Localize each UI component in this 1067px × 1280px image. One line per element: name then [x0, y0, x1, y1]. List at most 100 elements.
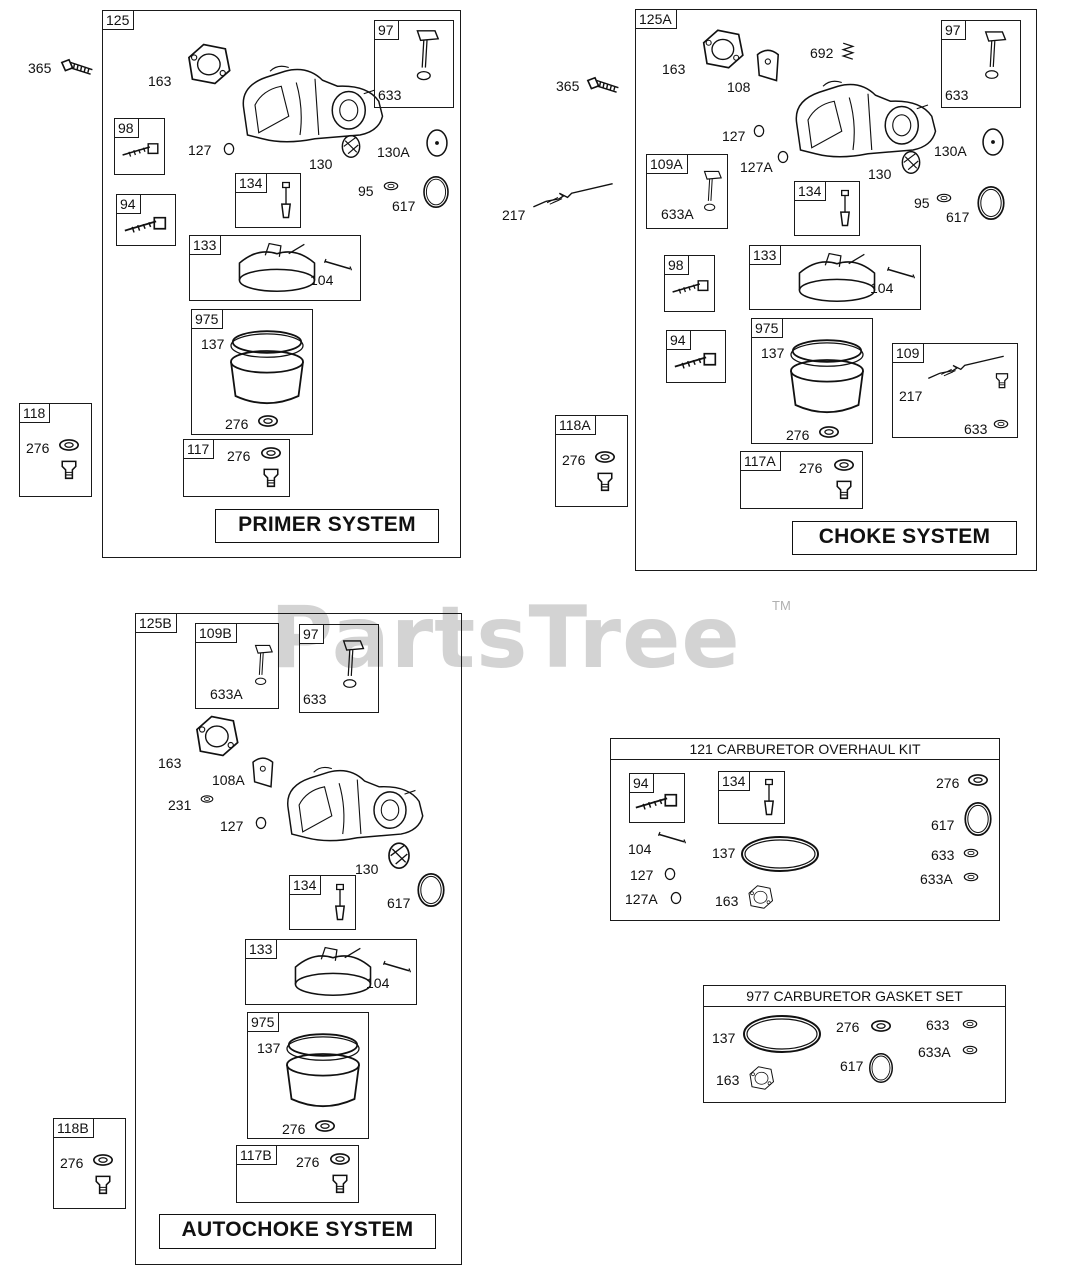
box-109-choke: 109 217 633	[892, 343, 1018, 438]
box-94-kit: 94	[629, 773, 685, 823]
box-133-primer: 133 104	[189, 235, 361, 301]
label-617-choke: 617	[946, 209, 970, 225]
fitting-118-primer	[58, 456, 80, 482]
box-134-kit: 134	[718, 771, 785, 824]
valve-134-primer	[276, 176, 296, 224]
label-163-kit: 163	[715, 893, 739, 909]
washer-231-autochoke	[200, 794, 214, 804]
washer-276-autochoke-c	[329, 1152, 351, 1166]
label-276-primer-c: 276	[227, 448, 251, 464]
autochoke-system-frame: 125B	[135, 613, 462, 1265]
box-134-autochoke: 134	[289, 875, 356, 930]
label-127-kit: 127	[630, 867, 654, 883]
label-365-choke: 365	[556, 78, 580, 94]
label-365-primer: 365	[28, 60, 52, 76]
oring-617-autochoke	[414, 868, 448, 912]
box-133-choke: 133 104	[749, 245, 921, 310]
ring-127-kit	[663, 867, 677, 881]
label-137-primer: 137	[201, 336, 225, 352]
washer-276-primer-a	[257, 414, 279, 428]
gasket-set-title: 977 CARBURETOR GASKET SET	[704, 986, 1005, 1007]
label-633-choke-b: 633	[964, 421, 988, 437]
label-217-choke-a: 217	[502, 207, 526, 223]
box-975-choke: 975 137 276	[751, 318, 873, 444]
label-617-gasket-set: 617	[840, 1058, 864, 1074]
label-276-kit: 276	[936, 775, 960, 791]
ring-127A-kit	[669, 891, 683, 905]
gasket-163-autochoke	[190, 712, 242, 760]
label-104-kit: 104	[628, 841, 652, 857]
box-94-primer: 94	[116, 194, 176, 246]
gasket-163-gasket-set	[746, 1064, 776, 1092]
box-134-choke: 134	[794, 181, 860, 236]
label-633-choke: 633	[945, 87, 969, 103]
label-163-gasket-set: 163	[716, 1072, 740, 1088]
label-276-primer-a: 276	[225, 416, 249, 432]
autochoke-frame-tag: 125B	[135, 613, 177, 633]
label-617-primer: 617	[392, 198, 416, 214]
bowl-975-autochoke	[282, 1027, 364, 1117]
gasket-137-gasket-set	[743, 1015, 821, 1053]
label-633A-gasket-set: 633A	[918, 1044, 951, 1060]
bowl-975-primer	[226, 324, 308, 414]
washer-276-gasket-set	[870, 1019, 892, 1033]
overhaul-kit-frame: 121 CARBURETOR OVERHAUL KIT 94 134 276 6…	[610, 738, 1000, 921]
label-633-primer: 633	[378, 87, 402, 103]
gasket-163-kit	[745, 883, 775, 911]
bowl-975-choke	[786, 333, 868, 423]
label-130A-primer: 130A	[377, 144, 410, 160]
ring-127-choke	[752, 124, 766, 138]
box-975-autochoke: 975 137 276	[247, 1012, 369, 1139]
label-127A-kit: 127A	[625, 891, 658, 907]
fitting-118A-choke	[594, 468, 616, 494]
label-276-autochoke-a: 276	[282, 1121, 306, 1137]
label-633A-kit: 633A	[920, 871, 953, 887]
fitting-118B-autochoke	[92, 1171, 114, 1197]
lever-130-choke	[898, 144, 924, 178]
lever-130-primer	[338, 130, 364, 160]
label-95-primer: 95	[358, 183, 374, 199]
choke-frame-tag: 125A	[635, 9, 677, 29]
gasket-set-frame: 977 CARBURETOR GASKET SET 137 276 633 63…	[703, 985, 1006, 1103]
label-137-gasket-set: 137	[712, 1030, 736, 1046]
label-95-choke: 95	[914, 195, 930, 211]
pin-104-autochoke	[382, 960, 412, 974]
bolt-365-primer	[60, 56, 96, 78]
label-276-primer-b: 276	[26, 440, 50, 456]
label-108-choke: 108	[727, 79, 751, 95]
oring-617-gasket-set	[866, 1048, 896, 1088]
fitting-117-primer	[260, 464, 282, 490]
label-633A-autochoke: 633A	[210, 686, 243, 702]
label-617-kit: 617	[931, 817, 955, 833]
spring-692-choke	[840, 40, 856, 64]
washer-276-choke-c	[833, 458, 855, 472]
box-109A-choke: 109A 633A	[646, 154, 728, 229]
box-118B-autochoke: 118B 276	[53, 1118, 126, 1209]
ring-127-primer	[222, 142, 236, 156]
primer-system-label: PRIMER SYSTEM	[215, 509, 439, 543]
label-137-kit: 137	[712, 845, 736, 861]
box-134-primer: 134	[235, 173, 301, 228]
washer-276-choke-b	[594, 450, 616, 464]
label-104-autochoke: 104	[366, 975, 390, 991]
ring-127A-choke	[776, 150, 790, 164]
screw-109B-autochoke	[244, 626, 276, 702]
needle-98-choke	[671, 278, 711, 298]
disc-130A-choke	[980, 124, 1006, 160]
label-127-autochoke: 127	[220, 818, 244, 834]
washer-633A-kit	[963, 871, 979, 883]
float-133-choke	[794, 248, 880, 306]
label-108A-autochoke: 108A	[212, 772, 245, 788]
washer-276-autochoke-a	[314, 1119, 336, 1133]
needle-94-kit	[634, 792, 680, 814]
box-118A-choke: 118A 276	[555, 415, 628, 507]
screw-97-choke	[972, 25, 1010, 83]
gasket-137-kit	[741, 836, 819, 872]
label-276-choke-a: 276	[786, 427, 810, 443]
primer-system-frame: 125	[102, 10, 461, 558]
fitting-109-choke	[993, 370, 1011, 390]
box-133-autochoke: 133 104	[245, 939, 417, 1005]
valve-134-choke	[835, 184, 855, 232]
primer-frame-tag: 125	[102, 10, 135, 30]
washer-633-kit	[963, 847, 979, 859]
